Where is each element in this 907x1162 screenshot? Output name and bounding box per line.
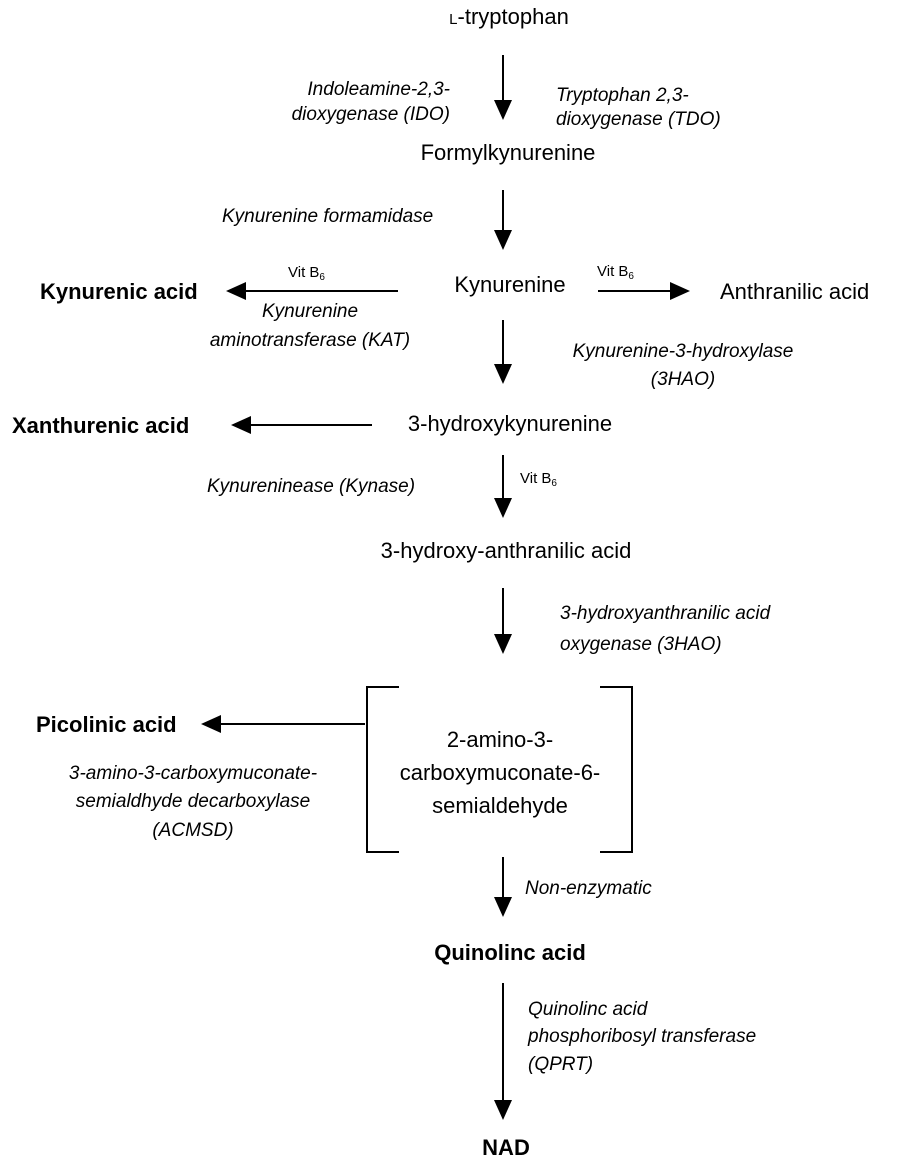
vit-label: Vit B [520, 470, 552, 487]
vit-label: Vit B [288, 264, 320, 281]
enzyme-haao-line1: 3-hydroxyanthranilic acid [560, 603, 771, 624]
enzyme-kat-line2: aminotransferase (KAT) [209, 330, 411, 351]
enzyme-kynureninease: Kynureninease (Kynase) [207, 476, 416, 497]
compound-3-hydroxy-anthranilic-acid: 3-hydroxy-anthranilic acid [380, 538, 632, 563]
enzyme-k3h-line2: (3HAO) [650, 369, 716, 390]
arrowhead [201, 715, 221, 733]
compound-tryptophan: l-tryptophan [449, 4, 569, 30]
vit-subscript: 6 [319, 272, 325, 283]
compound-acms-line3: semialdehyde [432, 793, 568, 818]
arrowhead [494, 498, 512, 518]
left-bracket [366, 686, 399, 853]
arrowhead [494, 364, 512, 384]
arrowhead [670, 282, 690, 300]
arrowhead [494, 100, 512, 120]
enzyme-qprt-line2: phosphoribosyl transferase [528, 1026, 757, 1047]
enzyme-k3h-line1: Kynurenine-3-hydroxylase [572, 341, 794, 362]
compound-acms-line2: carboxymuconate-6- [399, 760, 601, 785]
compound-xanthurenic-acid: Xanthurenic acid [12, 413, 190, 438]
arrowhead [494, 897, 512, 917]
vit-subscript: 6 [551, 478, 557, 489]
cofactor-vit-b6-kat: Vit B6 [288, 264, 325, 284]
enzyme-kat-line1: Kynurenine [261, 301, 359, 322]
cofactor-vit-b6-anthranilic: Vit B6 [597, 263, 634, 283]
arrowhead [494, 230, 512, 250]
arrowhead [494, 634, 512, 654]
enzyme-acmsd-line3: (ACMSD) [152, 820, 234, 841]
enzyme-tdo-line2: dioxygenase (TDO) [556, 109, 721, 130]
compound-kynurenine: Kynurenine [454, 272, 566, 297]
compound-quinolinic-acid: Quinolinc acid [434, 940, 586, 965]
compound-formylkynurenine: Formylkynurenine [420, 140, 596, 165]
right-bracket [600, 686, 633, 853]
compound-3-hydroxykynurenine: 3-hydroxykynurenine [407, 411, 613, 436]
arrowhead [226, 282, 246, 300]
compound-anthranilic-acid: Anthranilic acid [720, 279, 870, 304]
enzyme-ido-line2: dioxygenase (IDO) [291, 104, 450, 125]
compound-acms-line1: 2-amino-3- [446, 727, 554, 752]
tryptophan-prefix: l [449, 4, 458, 29]
enzyme-ido-line1: Indoleamine-2,3- [307, 79, 450, 100]
vit-subscript: 6 [628, 271, 634, 282]
enzyme-qprt-line1: Quinolinc acid [528, 999, 648, 1020]
enzyme-haao-line2: oxygenase (3HAO) [560, 634, 722, 655]
tryptophan-suffix: -tryptophan [457, 4, 569, 29]
cofactor-vit-b6-kynase: Vit B6 [520, 470, 557, 490]
enzyme-qprt-line3: (QPRT) [528, 1054, 594, 1075]
arrowhead [231, 416, 251, 434]
arrowhead [494, 1100, 512, 1120]
vit-label: Vit B [597, 263, 629, 280]
enzyme-acmsd-line1: 3-amino-3-carboxymuconate- [68, 763, 318, 784]
enzyme-kynurenine-formamidase: Kynurenine formamidase [222, 206, 434, 227]
enzyme-tdo-line1: Tryptophan 2,3- [556, 85, 689, 106]
enzyme-acmsd-line2: semialdhyde decarboxylase [75, 791, 311, 812]
compound-picolinic-acid: Picolinic acid [36, 712, 177, 737]
compound-nad: NAD [482, 1135, 530, 1160]
enzyme-non-enzymatic: Non-enzymatic [525, 878, 652, 899]
compound-kynurenic-acid: Kynurenic acid [40, 279, 198, 304]
